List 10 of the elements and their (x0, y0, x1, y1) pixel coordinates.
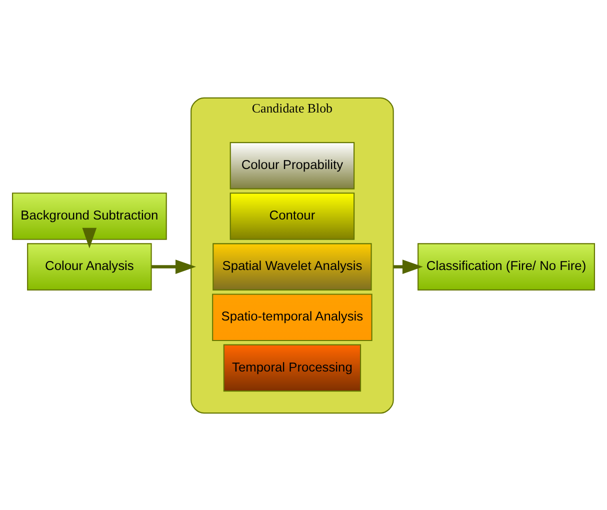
node-box: Contour (230, 192, 355, 240)
node-box: Spatial Wavelet Analysis (212, 242, 372, 290)
node-box: Spatio-temporal Analysis (212, 293, 372, 341)
node-box: Colour Propability (230, 142, 355, 189)
arrow (152, 259, 196, 274)
arrow (393, 259, 423, 274)
node-box: Colour Analysis (27, 242, 152, 290)
node-box: Classification (Fire/ No Fire) (418, 242, 596, 290)
arrow (82, 227, 97, 248)
node-box: Temporal Processing (223, 344, 362, 392)
